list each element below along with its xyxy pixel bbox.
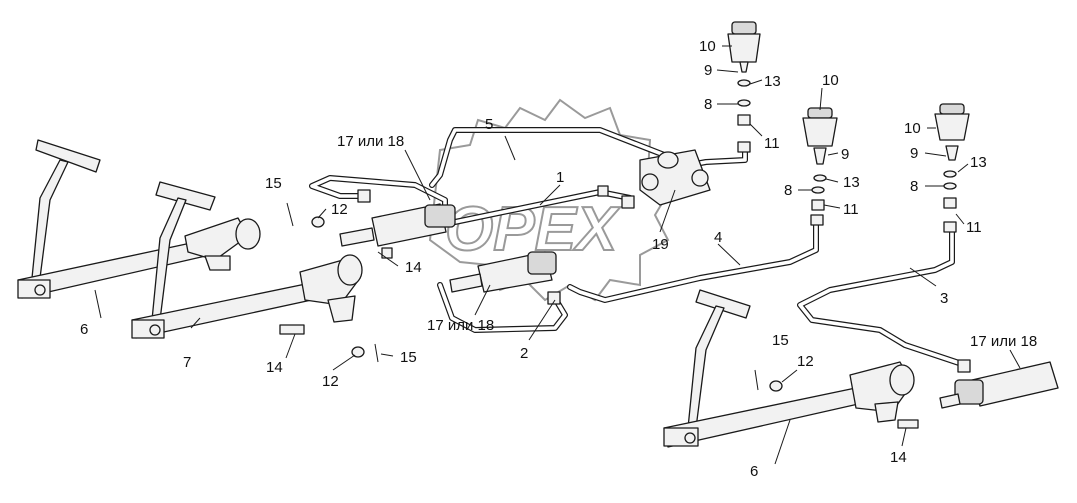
callout-15-right: 15 xyxy=(772,332,789,349)
pedal-assembly-left xyxy=(17,139,261,299)
master-cylinder-right xyxy=(939,361,1059,409)
reservoir-top xyxy=(727,21,761,153)
callout-5: 5 xyxy=(485,116,493,133)
pin-set-middle xyxy=(279,324,379,363)
master-cylinder-upper xyxy=(339,203,456,247)
pin-set-upper-left xyxy=(286,202,325,228)
callout-12-upper: 12 xyxy=(331,201,348,218)
callout-14-upper: 14 xyxy=(405,259,422,276)
callout-1: 1 xyxy=(556,169,564,186)
pipe-4 xyxy=(567,219,819,303)
callout-13-top: 13 xyxy=(764,73,781,90)
callout-14-middle: 14 xyxy=(266,359,283,376)
callout-14-right: 14 xyxy=(890,449,907,466)
callout-12-right: 12 xyxy=(797,353,814,370)
callout-19: 19 xyxy=(652,236,669,253)
callout-9-middle: 9 xyxy=(841,146,849,163)
callout-10-right: 10 xyxy=(904,120,921,137)
reservoir-right xyxy=(934,103,970,233)
callout-17-18-upper: 17 или 18 xyxy=(337,133,404,150)
callout-4: 4 xyxy=(714,229,722,246)
valve-block-19 xyxy=(639,149,711,206)
callout-labels: 10 9 13 8 11 10 9 13 8 11 10 9 13 8 11 5… xyxy=(80,38,1037,480)
pin-set-right xyxy=(754,369,919,429)
callout-13-middle: 13 xyxy=(843,174,860,191)
callout-17-18-lower: 17 или 18 xyxy=(427,317,494,334)
callout-15-upper: 15 xyxy=(265,175,282,192)
callout-6-right: 6 xyxy=(750,463,758,480)
callout-12-middle: 12 xyxy=(322,373,339,390)
callout-10-top: 10 xyxy=(699,38,716,55)
pipe-loop-top xyxy=(309,175,448,225)
pipe-5 xyxy=(429,127,748,188)
pedal-assembly-middle xyxy=(131,181,363,339)
callout-15-middle: 15 xyxy=(400,349,417,366)
callout-8-middle: 8 xyxy=(784,182,792,199)
pipe-3 xyxy=(797,225,965,367)
callout-11-right: 11 xyxy=(966,219,982,236)
nut-set xyxy=(357,189,971,373)
callout-8-top: 8 xyxy=(704,96,712,113)
callout-2: 2 xyxy=(520,345,528,362)
callout-7: 7 xyxy=(183,354,191,371)
callout-13-right: 13 xyxy=(970,154,987,171)
tee-fitting xyxy=(597,185,635,209)
callout-11-middle: 11 xyxy=(843,201,859,218)
callout-8-right: 8 xyxy=(910,178,918,195)
callout-9-right: 9 xyxy=(910,145,918,162)
leader-lines xyxy=(94,45,1021,465)
callout-17-18-right: 17 или 18 xyxy=(970,333,1037,350)
master-cylinder-lower xyxy=(449,251,557,293)
pipe-2 xyxy=(437,282,568,333)
callout-10-middle: 10 xyxy=(822,72,839,89)
pedal-assembly-right xyxy=(663,289,915,448)
reservoir-middle xyxy=(802,107,838,226)
callout-3: 3 xyxy=(940,290,948,307)
callout-6-left: 6 xyxy=(80,321,88,338)
callout-11-top: 11 xyxy=(764,135,780,152)
callout-9-top: 9 xyxy=(704,62,712,79)
